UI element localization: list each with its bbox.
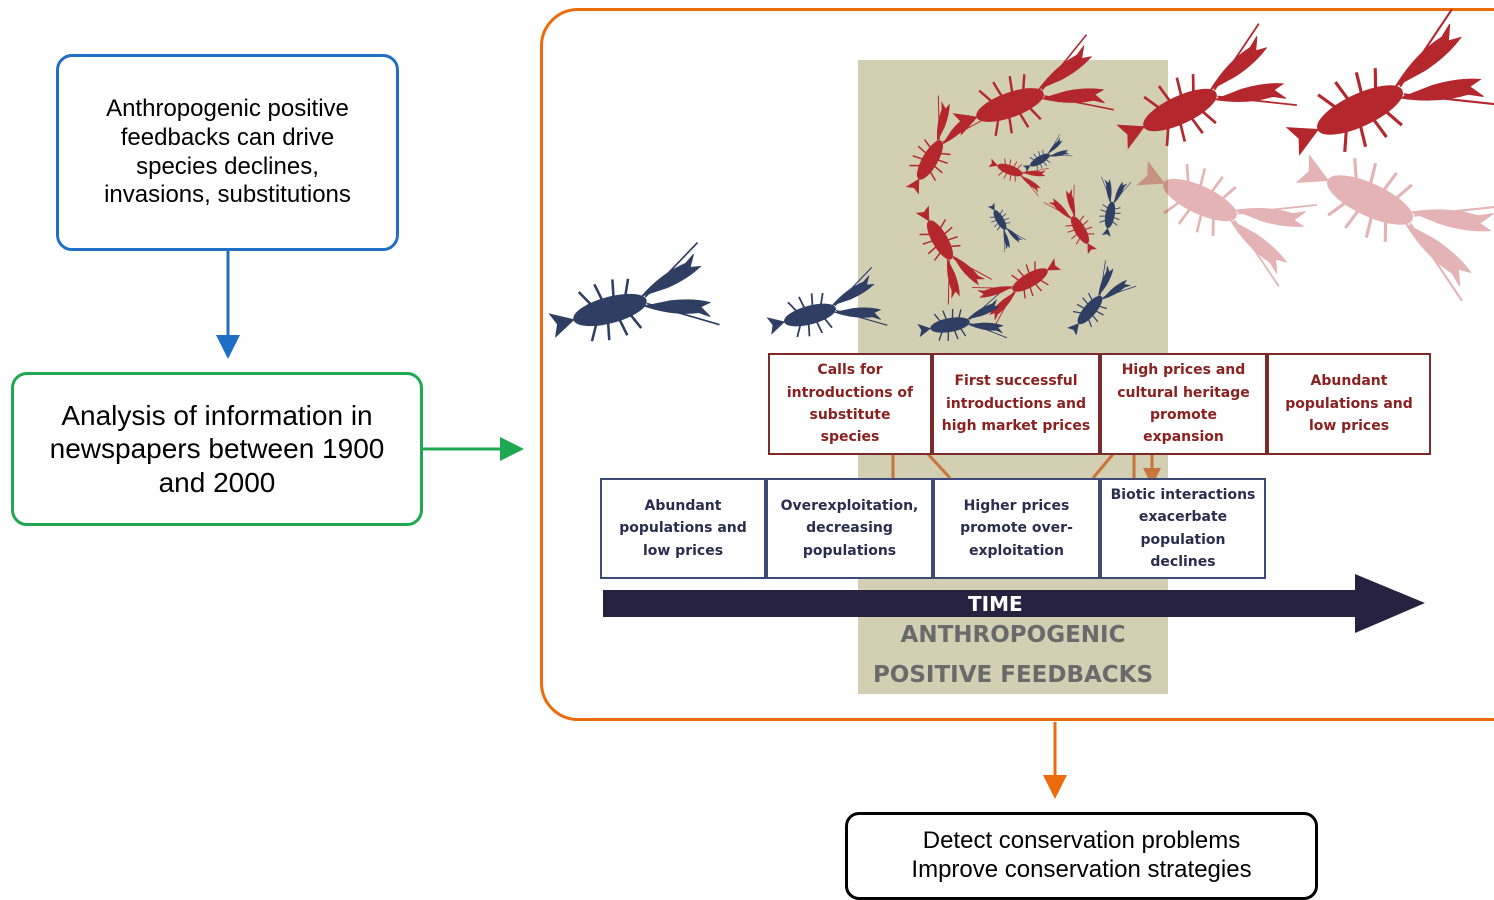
outcome-line-2: Improve conservation strategies bbox=[911, 856, 1252, 883]
hypothesis-box: Anthropogenic positive feedbacks can dri… bbox=[56, 54, 399, 251]
band-title-line-1: ANTHROPOGENIC bbox=[900, 622, 1126, 648]
invasive-crayfish-fading bbox=[1122, 119, 1494, 303]
outcome-line-1: Detect conservation problems bbox=[922, 827, 1241, 855]
analysis-box: Analysis of information in newspapers be… bbox=[11, 372, 423, 526]
figure-frame bbox=[540, 8, 1494, 721]
outcome-box: Detect conservation problems Improve con… bbox=[845, 812, 1318, 900]
invasive-stage-4: Abundant populations and low prices bbox=[1267, 353, 1431, 455]
hypothesis-text: Anthropogenic positive feedbacks can dri… bbox=[104, 94, 351, 209]
native-stage-3: Higher prices promote over-exploitation bbox=[933, 478, 1100, 579]
native-stage-4: Biotic interactions exacerbate populatio… bbox=[1100, 478, 1266, 579]
native-stage-2: Overexploitation, decreasing populations bbox=[766, 478, 933, 579]
invasive-stage-2: First successful introductions and high … bbox=[932, 353, 1100, 455]
timeline-arrow bbox=[603, 574, 1425, 633]
band-title-line-2: POSITIVE FEEDBACKS bbox=[872, 662, 1154, 688]
native-stage-1: Abundant populations and low prices bbox=[600, 478, 766, 579]
invasive-stage-3: High prices and cultural heritage promot… bbox=[1100, 353, 1267, 455]
timeline-label: TIME bbox=[968, 592, 1023, 616]
analysis-text: Analysis of information in newspapers be… bbox=[49, 399, 385, 498]
invasive-stage-1: Calls for introductions of substitute sp… bbox=[768, 353, 932, 455]
